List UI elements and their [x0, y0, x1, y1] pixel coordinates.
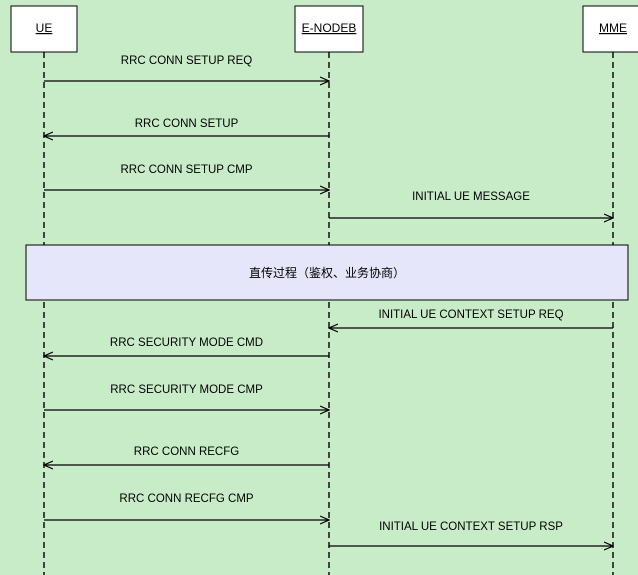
entity-box-mme — [582, 5, 638, 53]
message-label: RRC CONN SETUP CMP — [120, 164, 252, 176]
message-label: RRC SECURITY MODE CMP — [110, 384, 263, 396]
entity-label-mme: MME — [599, 21, 627, 35]
direct-transfer-band-label: 直传过程（鉴权、业务协商） — [249, 265, 405, 280]
entities: UE E-NODEB MME — [10, 5, 638, 53]
entity-label-ue: UE — [36, 21, 53, 35]
message-label: INITIAL UE MESSAGE — [412, 191, 530, 203]
lifelines — [43, 52, 614, 575]
entity-box-enodeb — [294, 5, 364, 53]
messages: RRC CONN SETUP REQ RRC CONN SETUP RRC CONN… — [44, 55, 613, 546]
direct-transfer-band-box — [25, 244, 629, 301]
direct-transfer-band: 直传过程（鉴权、业务协商） — [25, 244, 629, 301]
message-label: RRC CONN RECFG — [134, 446, 239, 458]
message-label: RRC CONN SETUP REQ — [121, 55, 252, 67]
message-label: RRC SECURITY MODE CMD — [110, 337, 263, 349]
entity-label-enodeb: E-NODEB — [302, 21, 357, 35]
message-label: RRC CONN RECFG CMP — [119, 493, 253, 505]
entity-box-ue — [10, 5, 78, 53]
message-label: RRC CONN SETUP — [135, 118, 239, 130]
message-label: INITIAL UE CONTEXT SETUP REQ — [378, 309, 563, 321]
message-label: INITIAL UE CONTEXT SETUP RSP — [379, 521, 563, 533]
